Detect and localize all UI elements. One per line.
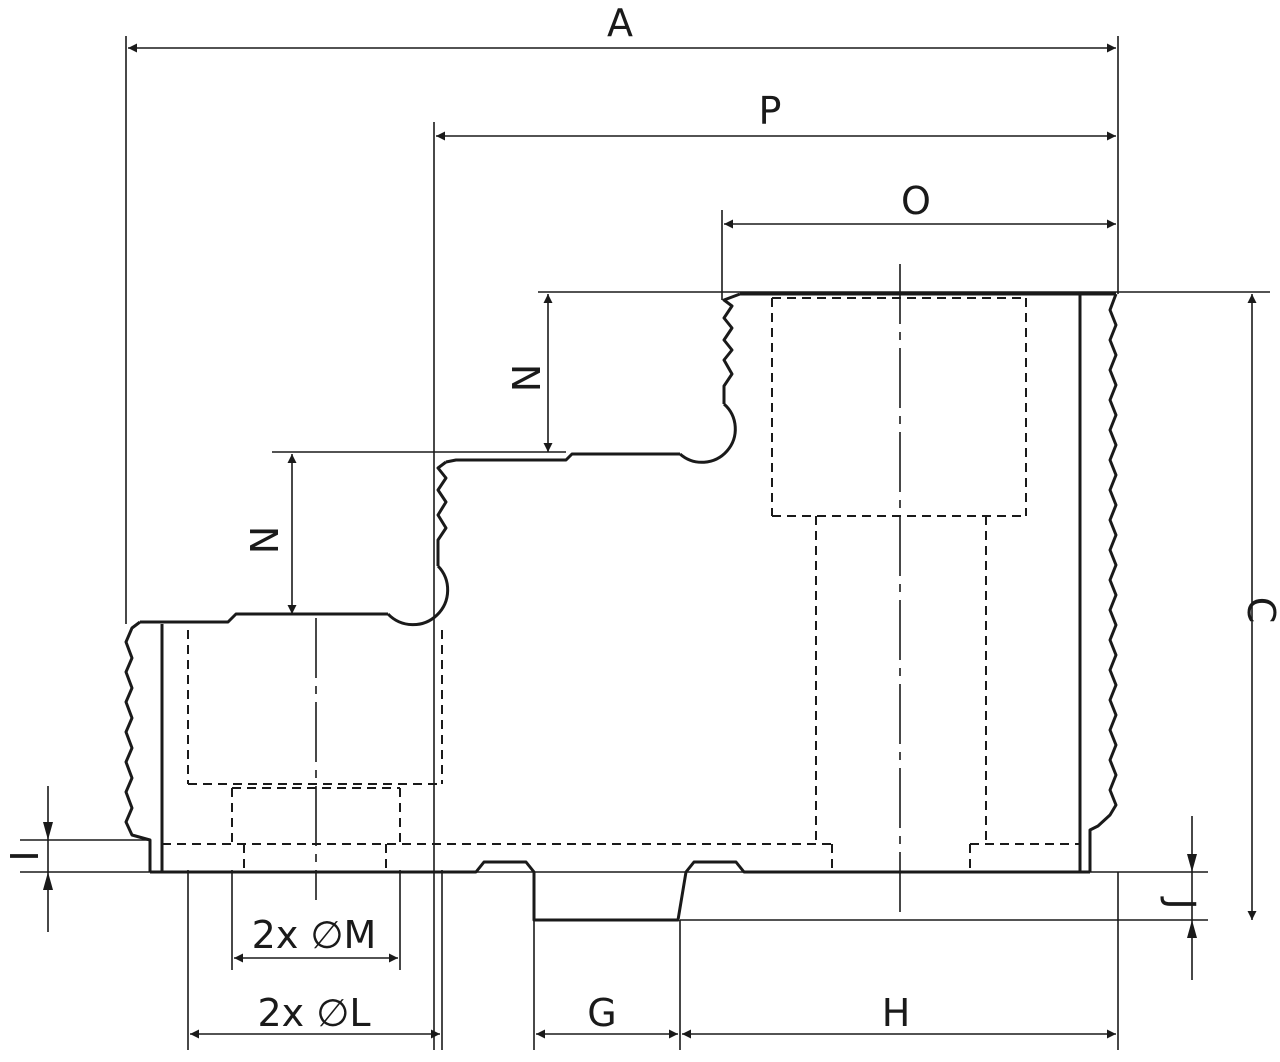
centerlines: [315, 264, 901, 915]
lower-step-surface: [140, 612, 388, 624]
label-g: G: [587, 991, 616, 1035]
dimension-labels: A P O N N C I J 2x ∅M 2x ∅L G H: [3, 1, 1280, 1035]
label-p: P: [759, 89, 782, 133]
label-o: O: [901, 179, 931, 223]
hidden-bores: [162, 297, 1080, 872]
dimension-lines: [43, 43, 1257, 1039]
left-serrated-face: [124, 620, 152, 872]
label-n-lower: N: [243, 526, 287, 554]
upper-riser: [722, 292, 741, 404]
upper-relief-groove: [679, 402, 737, 464]
label-c: C: [1239, 597, 1280, 624]
label-l: 2x ∅L: [257, 991, 370, 1035]
lower-relief-groove: [386, 564, 450, 627]
label-m: 2x ∅M: [252, 913, 377, 957]
label-a: A: [607, 1, 633, 45]
label-j: J: [1159, 896, 1203, 909]
middle-step-surface: [445, 452, 680, 464]
label-h: H: [882, 991, 911, 1035]
label-n-upper: N: [505, 364, 549, 392]
bottom-key-profile: [150, 860, 1090, 922]
jaw-outline: [124, 292, 1118, 922]
extension-lines: [20, 36, 1270, 1050]
label-i: I: [3, 850, 47, 861]
right-serrated-face: [1088, 293, 1118, 872]
lower-riser: [436, 460, 448, 566]
